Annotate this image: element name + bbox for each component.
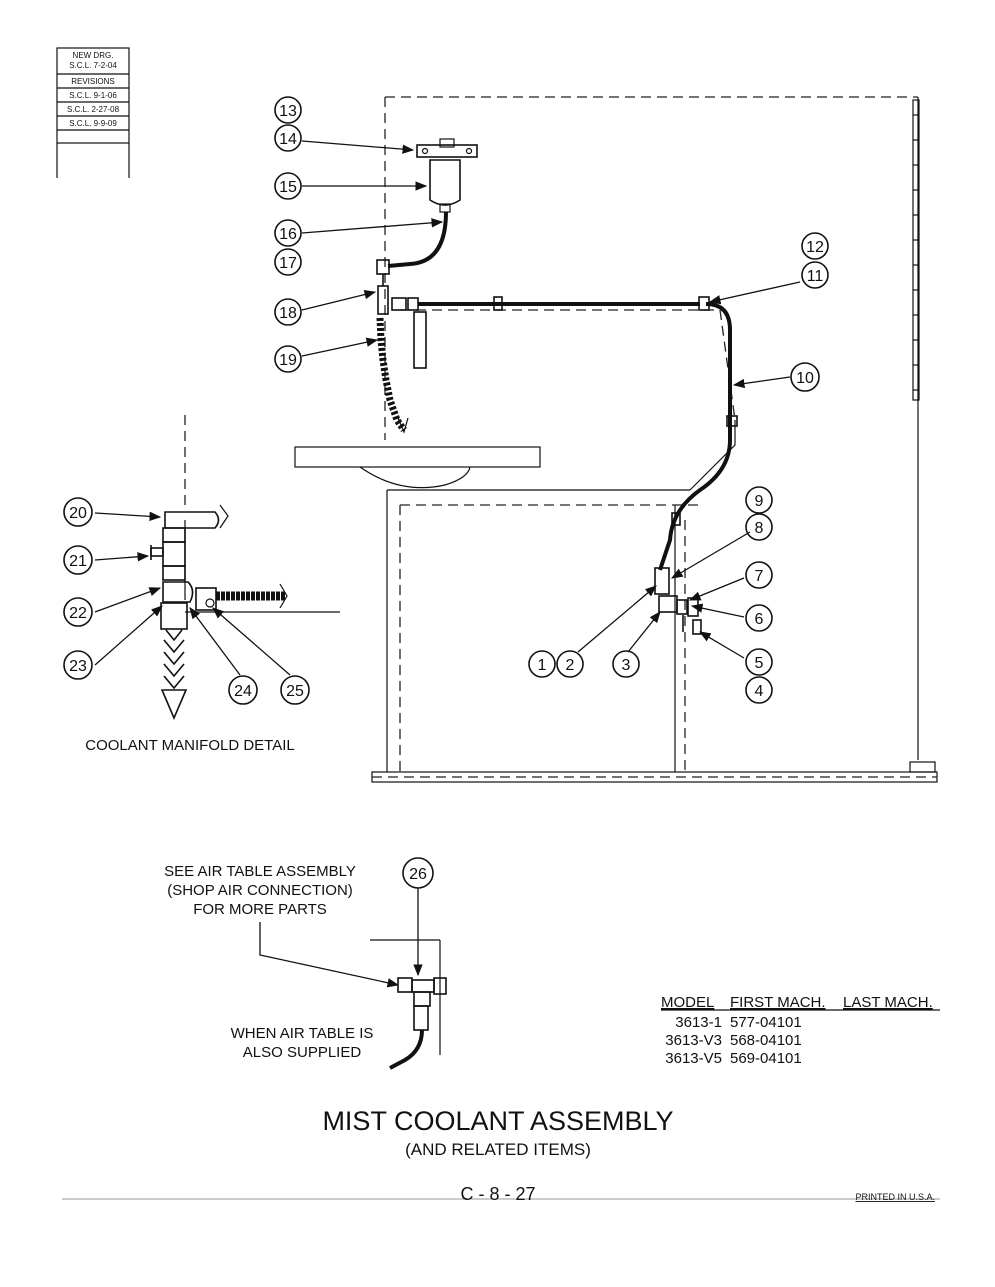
revision-entry: S.C.L. 9-1-06: [69, 91, 117, 100]
callout-19: 19: [274, 345, 302, 373]
svg-text:3: 3: [622, 657, 631, 674]
callout-9: 9: [745, 486, 773, 514]
model-cell: 3613-V5: [665, 1050, 722, 1067]
callout-18: 18: [274, 298, 302, 326]
first-mach-cell: 569-04101: [730, 1050, 802, 1067]
lower-valve: [654, 567, 670, 595]
last-mach-header: LAST MACH.: [843, 994, 933, 1011]
coolant-reservoir: [429, 159, 461, 206]
svg-text:15: 15: [279, 179, 297, 196]
callout-15: 15: [274, 172, 302, 200]
air-line-drop: [658, 302, 732, 571]
detail-label: COOLANT MANIFOLD DETAIL: [85, 737, 294, 754]
svg-text:2: 2: [566, 657, 575, 674]
model-cell: 3613-V3: [665, 1032, 722, 1049]
leader-lines: [94, 140, 801, 977]
revision-block: NEW DRG. S.C.L. 7-2-04 REVISIONS S.C.L. …: [56, 47, 130, 178]
svg-text:23: 23: [69, 658, 87, 675]
mist-assembly: [376, 138, 738, 635]
svg-text:21: 21: [69, 553, 87, 570]
svg-text:8: 8: [755, 520, 764, 537]
callout-16: 16: [274, 219, 302, 247]
svg-text:12: 12: [806, 239, 824, 256]
svg-text:14: 14: [279, 131, 297, 148]
svg-text:11: 11: [807, 268, 824, 285]
supplied-note-line: WHEN AIR TABLE IS: [231, 1025, 374, 1042]
callout-8: 8: [745, 513, 773, 541]
flex-nozzle: [376, 317, 409, 434]
svg-text:17: 17: [279, 255, 297, 272]
callout-3: 3: [612, 650, 640, 678]
svg-text:24: 24: [234, 683, 252, 700]
svg-text:4: 4: [755, 683, 764, 700]
callout-4: 4: [745, 676, 773, 704]
callout-23: 23: [63, 650, 93, 680]
air-table-note-line: SEE AIR TABLE ASSEMBLY: [164, 863, 356, 880]
first-mach-cell: 568-04101: [730, 1032, 802, 1049]
revision-entry: S.C.L. 9-9-09: [69, 119, 117, 128]
new-drg-label: NEW DRG.: [73, 51, 114, 60]
first-mach-header: FIRST MACH.: [730, 994, 826, 1011]
svg-text:5: 5: [755, 655, 764, 672]
first-mach-cell: 577-04101: [730, 1014, 802, 1031]
callout-12: 12: [801, 232, 829, 260]
svg-text:16: 16: [279, 226, 297, 243]
air-tee-fitting: [411, 979, 435, 993]
model-table: MODEL FIRST MACH. LAST MACH. 3613-1 577-…: [661, 994, 940, 1067]
callout-5: 5: [745, 648, 773, 676]
air-table-note-line: (SHOP AIR CONNECTION): [167, 882, 353, 899]
svg-text:26: 26: [409, 866, 427, 883]
air-table-section: SEE AIR TABLE ASSEMBLY (SHOP AIR CONNECT…: [164, 863, 447, 1070]
svg-text:22: 22: [69, 605, 87, 622]
page-subtitle: (AND RELATED ITEMS): [405, 1140, 591, 1159]
revisions-label: REVISIONS: [71, 77, 115, 86]
air-table-note-line: FOR MORE PARTS: [193, 901, 327, 918]
callout-10: 10: [790, 362, 820, 392]
svg-text:18: 18: [279, 305, 297, 322]
svg-text:10: 10: [796, 370, 814, 387]
svg-text:9: 9: [755, 493, 764, 510]
model-header: MODEL: [661, 994, 714, 1011]
callout-22: 22: [63, 597, 93, 627]
svg-text:25: 25: [286, 683, 304, 700]
callout-20: 20: [63, 497, 93, 527]
page-number: C - 8 - 27: [460, 1184, 535, 1204]
right-hinge-strip: [912, 99, 920, 401]
reservoir-bracket: [416, 144, 478, 158]
callout-6: 6: [745, 604, 773, 632]
callout-balloons: 13 14 15 16 17 18 19 12 11 10 9 8 7 6 5 …: [63, 96, 829, 889]
svg-text:19: 19: [279, 352, 297, 369]
callout-17: 17: [274, 248, 302, 276]
callout-1: 1: [528, 650, 556, 678]
revision-entry: S.C.L. 2-27-08: [67, 105, 120, 114]
printed-note: PRINTED IN U.S.A.: [855, 1192, 935, 1202]
svg-text:6: 6: [755, 611, 764, 628]
callout-24: 24: [228, 675, 258, 705]
callout-7: 7: [745, 561, 773, 589]
model-cell: 3613-1: [675, 1014, 722, 1031]
coolant-tube: [387, 211, 448, 268]
saw-table: [294, 446, 541, 468]
machine-frame: [294, 96, 938, 783]
supplied-note-line: ALSO SUPPLIED: [243, 1044, 362, 1061]
callout-21: 21: [63, 545, 93, 575]
svg-text:7: 7: [755, 568, 764, 585]
page-title: MIST COOLANT ASSEMBLY: [322, 1106, 673, 1136]
svg-text:13: 13: [279, 103, 297, 120]
callout-13: 13: [274, 96, 302, 124]
svg-text:20: 20: [69, 505, 87, 522]
callout-25: 25: [280, 675, 310, 705]
callout-2: 2: [556, 650, 584, 678]
callout-26: 26: [402, 857, 434, 889]
svg-text:1: 1: [538, 657, 547, 674]
callout-14: 14: [274, 124, 302, 152]
callout-11: 11: [801, 261, 829, 289]
new-drg-value: S.C.L. 7-2-04: [69, 61, 117, 70]
